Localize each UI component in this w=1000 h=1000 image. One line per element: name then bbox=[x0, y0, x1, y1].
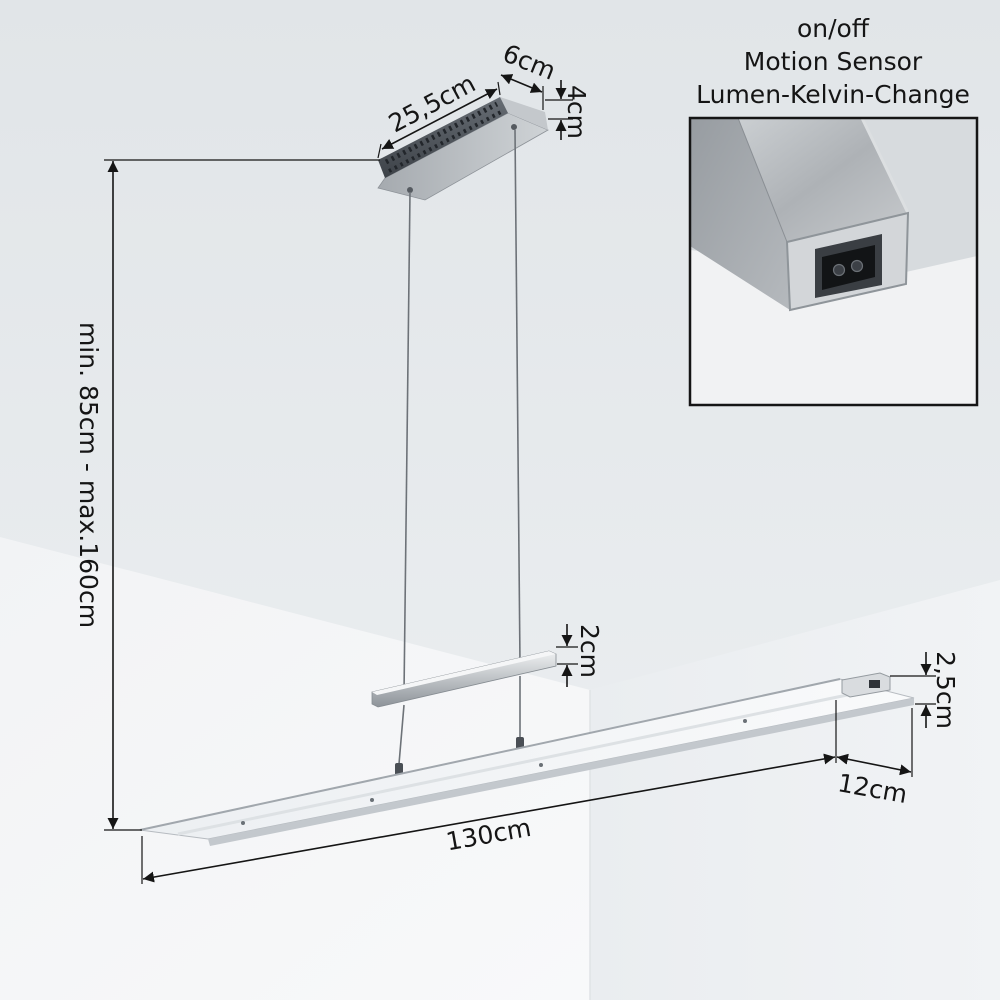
panel-depth-dimension-line bbox=[836, 753, 912, 776]
suspension-cable-right bbox=[514, 129, 521, 665]
adjuster-top-highlight bbox=[372, 651, 556, 695]
inset-bar-side-face bbox=[691, 119, 790, 310]
inset-bar-chrome-edge bbox=[860, 119, 910, 214]
cable-anchor-right bbox=[511, 124, 517, 130]
canopy-height-label: 4cm bbox=[562, 85, 591, 139]
suspension-height-label: min. 85cm - max.160cm bbox=[74, 322, 103, 628]
motion-sensor-window bbox=[822, 245, 875, 290]
panel-height-label: 2,5cm bbox=[931, 651, 960, 729]
canopy-length-dimension-line bbox=[381, 88, 498, 150]
panel-sensor-icon bbox=[869, 680, 880, 688]
height-adjuster-bar bbox=[371, 650, 557, 708]
feature-motion-sensor: Motion Sensor bbox=[744, 47, 923, 76]
panel-screw bbox=[539, 763, 543, 767]
canopy-width-dimension-line bbox=[500, 74, 543, 93]
inset-bar-top-face bbox=[738, 119, 908, 242]
panel-screw bbox=[743, 719, 747, 723]
panel-screw bbox=[370, 798, 374, 802]
inset-frame bbox=[688, 116, 979, 407]
dimension-lines bbox=[104, 74, 936, 884]
panel-control-box bbox=[841, 672, 891, 698]
sensor-detail-inset bbox=[691, 119, 976, 404]
canopy-length-extension-right bbox=[497, 81, 501, 96]
sensor-lens-icon bbox=[832, 263, 846, 277]
adjuster-height-label: 2cm bbox=[575, 624, 604, 678]
canopy-length-extension-left bbox=[377, 143, 382, 159]
feature-lumen-kelvin-change: Lumen-Kelvin-Change bbox=[696, 80, 970, 109]
inset-bar-corner-edge bbox=[737, 119, 788, 243]
feature-list: on/off Motion Sensor Lumen-Kelvin-Change bbox=[696, 14, 970, 109]
panel-screw bbox=[241, 821, 245, 825]
suspension-cable-left bbox=[403, 191, 411, 695]
sensor-lens-icon bbox=[850, 259, 864, 273]
feature-on-off: on/off bbox=[797, 14, 870, 43]
panel-length-dimension-line bbox=[142, 753, 836, 883]
cable-anchor-left bbox=[407, 187, 413, 193]
canopy-end-face bbox=[500, 97, 548, 130]
